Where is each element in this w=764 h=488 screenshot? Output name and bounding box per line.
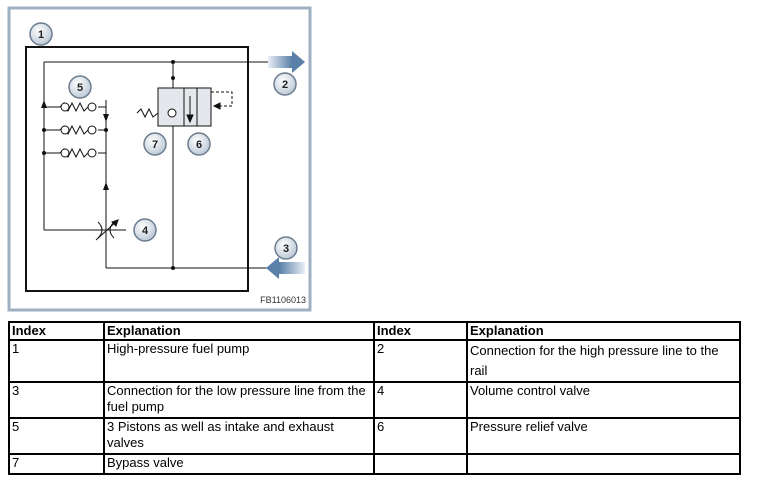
- callout-3: 3: [274, 236, 298, 260]
- table-cell: 7: [8, 453, 105, 475]
- callout-1: 1: [29, 22, 53, 46]
- legend-table: Index Explanation Index Explanation 1 Hi…: [8, 321, 741, 475]
- pump-housing: [25, 46, 249, 292]
- table-header-row: Index Explanation Index Explanation: [8, 321, 741, 341]
- callout-4: 4: [133, 218, 157, 242]
- header-index-left: Index: [8, 321, 105, 341]
- pressure-relief-valve-symbol: [136, 87, 233, 127]
- figure-frame: [7, 6, 312, 312]
- table-row: 5 3 Pistons as well as intake and exhaus…: [8, 417, 741, 455]
- table-cell: 6: [373, 417, 468, 455]
- flow-arrowheads: [41, 100, 109, 190]
- header-index-right: Index: [373, 321, 468, 341]
- table-cell: 5: [8, 417, 105, 455]
- table-row: 1 High-pressure fuel pump 2 Connection f…: [8, 339, 741, 383]
- table-cell: Connection for the high pressure line to…: [466, 339, 741, 383]
- table-cell: 4: [373, 381, 468, 419]
- callout-7: 7: [143, 132, 167, 156]
- table-cell: Bypass valve: [103, 453, 375, 475]
- table-cell: Volume control valve: [466, 381, 741, 419]
- piston-row-2: [59, 124, 97, 136]
- table-cell: High-pressure fuel pump: [103, 339, 375, 383]
- callout-5: 5: [68, 75, 92, 99]
- volume-control-valve-symbol: [95, 219, 119, 241]
- callout-2: 2: [273, 72, 297, 96]
- table-cell: 3: [8, 381, 105, 419]
- piston-valve-group: [59, 101, 97, 159]
- high-pressure-outlet-arrow: [268, 51, 305, 73]
- junction-dots: [42, 60, 175, 270]
- svg-text:1: 1: [38, 29, 44, 41]
- header-explanation-left: Explanation: [103, 321, 375, 341]
- svg-text:5: 5: [77, 82, 83, 94]
- low-pressure-inlet-arrow: [266, 257, 305, 279]
- svg-text:2: 2: [282, 79, 288, 91]
- callout-6: 6: [187, 132, 211, 156]
- table-cell: 2: [373, 339, 468, 383]
- figure-code: FB1106013: [260, 295, 306, 305]
- svg-text:3: 3: [283, 243, 289, 255]
- table-cell: Pressure relief valve: [466, 417, 741, 455]
- piston-row-3: [59, 147, 97, 159]
- table-cell: Connection for the low pressure line fro…: [103, 381, 375, 419]
- svg-text:7: 7: [152, 139, 158, 151]
- table-row: 7 Bypass valve: [8, 453, 741, 475]
- table-cell: 3 Pistons as well as intake and exhaust …: [103, 417, 375, 455]
- fuel-pump-schematic: 1 2 3 4 5 6 7 FB1106013: [7, 6, 312, 312]
- piston-row-1: [59, 101, 97, 113]
- header-explanation-right: Explanation: [466, 321, 741, 341]
- table-cell: [466, 453, 741, 475]
- svg-text:6: 6: [196, 139, 202, 151]
- svg-text:4: 4: [142, 225, 149, 237]
- table-row: 3 Connection for the low pressure line f…: [8, 381, 741, 419]
- table-cell: [373, 453, 468, 475]
- table-cell: 1: [8, 339, 105, 383]
